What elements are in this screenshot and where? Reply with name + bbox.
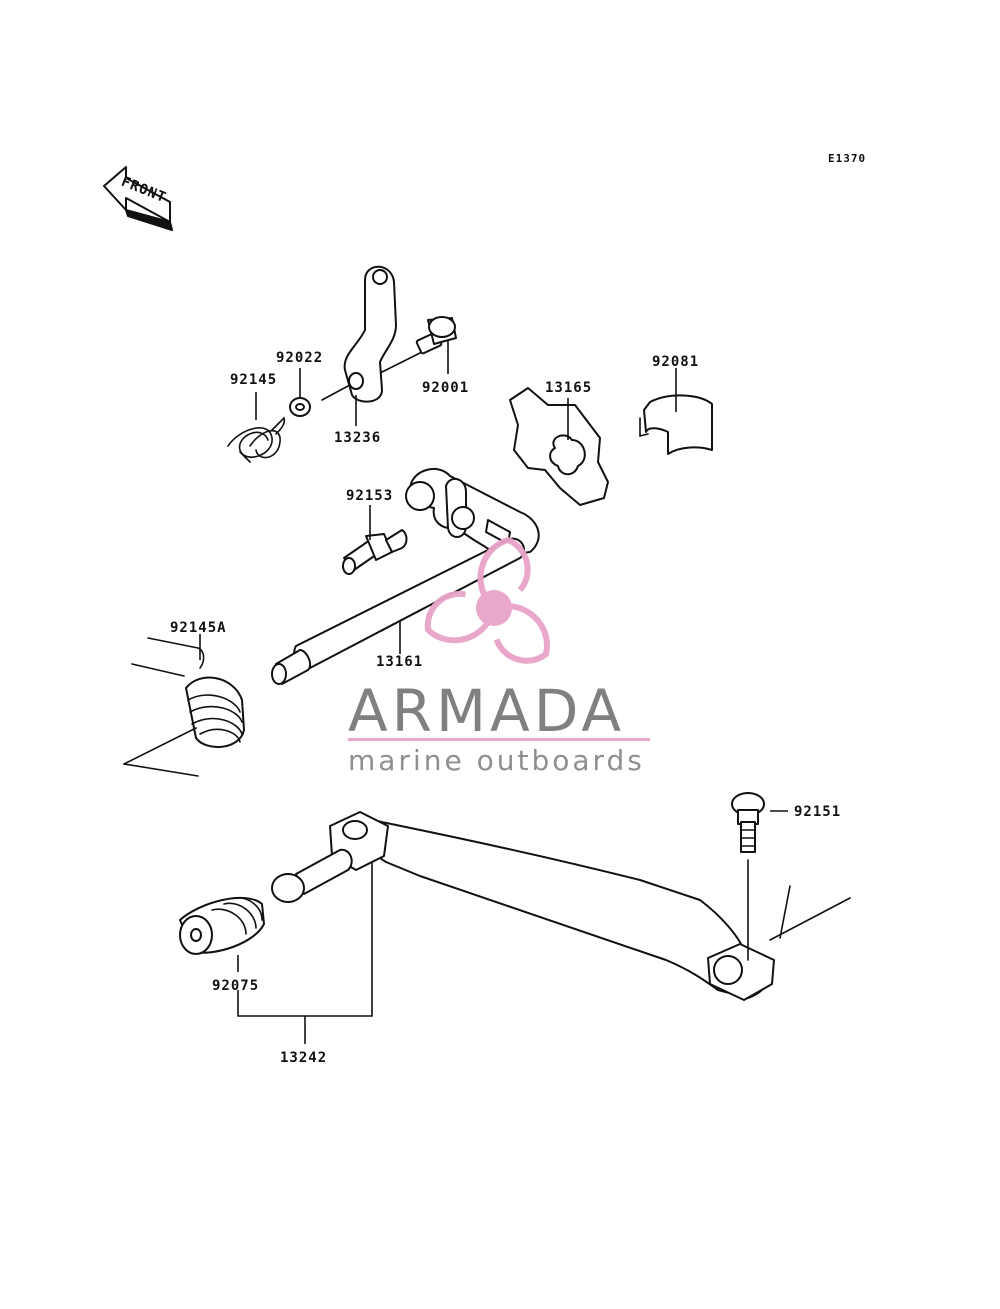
- label-13165: 13165: [545, 380, 592, 396]
- propeller-logo-icon: [424, 536, 550, 664]
- bolt-92151: [731, 792, 765, 853]
- label-92001: 92001: [422, 380, 469, 396]
- label-92081: 92081: [652, 354, 699, 370]
- shift-shaft-13161: [271, 467, 540, 685]
- label-13236: 13236: [334, 430, 381, 446]
- shift-pedal-13242: [271, 811, 851, 1001]
- spring-92145A: [123, 637, 245, 777]
- stud-92153: [342, 529, 408, 575]
- label-92145: 92145: [230, 372, 277, 388]
- plate-13165: [509, 387, 609, 506]
- label-13242: 13242: [280, 1050, 327, 1066]
- label-92075: 92075: [212, 978, 259, 994]
- label-92145A: 92145A: [170, 620, 227, 636]
- diagram-code: E1370: [828, 152, 866, 165]
- label-92153: 92153: [346, 488, 393, 504]
- shift-arm-13236: [343, 265, 397, 403]
- label-92022: 92022: [276, 350, 323, 366]
- watermark-brand: ARMADA: [348, 677, 625, 745]
- watermark-tagline: marine outboards: [348, 744, 645, 777]
- clip-92081: [639, 394, 713, 455]
- armada-watermark: ARMADA marine outboards: [348, 536, 650, 777]
- spring-92145: [227, 416, 286, 463]
- label-92151: 92151: [794, 804, 841, 820]
- front-arrow-icon: FRONT: [103, 166, 173, 231]
- label-13161: 13161: [376, 654, 423, 670]
- rubber-92075: [179, 896, 265, 955]
- bolt-92001: [415, 316, 457, 355]
